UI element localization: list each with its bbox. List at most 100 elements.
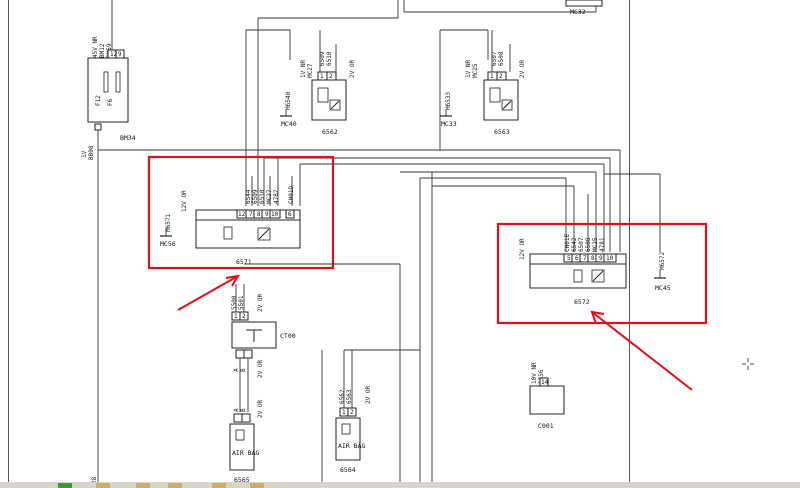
- motor-icon: [317, 87, 329, 103]
- module-wire-label: 6544: [245, 189, 252, 204]
- pin-label: 10: [271, 211, 279, 218]
- c6562-ground: MC40: [281, 120, 297, 128]
- component-6563: 1V NR MC25 6507 6508 2V OR 1 2 6563 M653…: [440, 30, 526, 136]
- fuse-label: F12: [95, 95, 102, 106]
- c6562-pin-label: 2: [329, 73, 333, 80]
- airbag-label: AIR BAG: [338, 442, 365, 450]
- pin-label: 7: [583, 255, 587, 262]
- module-wire-label: 6542: [571, 237, 578, 252]
- c6563-supply: 2V OR: [519, 60, 526, 78]
- component-bm34: 45V NR BM12 BM59 12 9 F12 F6 BM34 1V BB0…: [81, 0, 136, 488]
- module-ground-wire: M6572: [659, 252, 666, 270]
- pin-label: 6: [575, 255, 579, 262]
- c001-wire: 5656: [538, 369, 545, 384]
- c6562-body: [311, 79, 347, 121]
- module-supply-label: 12V OR: [519, 238, 526, 260]
- highlight-box: [496, 222, 708, 325]
- airbag-icon: [235, 429, 245, 441]
- airbag-body: [335, 417, 361, 461]
- c6562-wire-label: 6510: [326, 51, 333, 66]
- pin-label: 8: [591, 255, 595, 262]
- connector-pins: 12 7 8 9 10 6: [236, 209, 295, 219]
- ct00-wire-label: 5501: [238, 295, 245, 310]
- module-ground-wire: M6571: [165, 214, 172, 232]
- component-c001: 10V NR 5656 14 C001: [529, 362, 565, 430]
- fuse-icon: [115, 71, 121, 93]
- actuator-icon: [591, 269, 605, 283]
- module-wire-label: 4782: [273, 189, 280, 204]
- component-6562: 1V NR MC27 6509 6510 2V OR 1 2 6562 M654…: [280, 30, 356, 136]
- ecu-icon: [573, 269, 583, 283]
- c6563-ground: MC33: [441, 120, 457, 128]
- bm34-out-label: 1V: [81, 150, 88, 158]
- airbag-label: AIR BAG: [232, 449, 259, 457]
- c6563-pin-label: 1: [490, 73, 494, 80]
- ct00-wire-label: 5500: [231, 295, 238, 310]
- module-wire-label: 6509: [252, 189, 259, 204]
- module-wire-label: MC25: [592, 237, 599, 252]
- airbag-body: [229, 423, 255, 471]
- c6562-supply: 2V OR: [349, 60, 356, 78]
- component-mc32: MC32: [565, 0, 603, 16]
- module-wire-label: 6507: [578, 237, 585, 252]
- arrow-to-6572: [591, 311, 693, 391]
- pin-label: 10: [606, 255, 614, 262]
- component-6564: 6562 6563 2V OR 1 2 AIR BAG 6564: [321, 349, 420, 488]
- c6564-pin-label: 1: [342, 409, 346, 416]
- c6562-ground-wire: M6540: [285, 92, 292, 110]
- bm34-pin-label: 12: [110, 51, 118, 58]
- c6563-wire-label: 6508: [498, 51, 505, 66]
- crosshair-cursor-icon: [742, 358, 754, 370]
- taskbar-app-icon[interactable]: [96, 483, 110, 488]
- taskbar-app-icon[interactable]: [58, 483, 72, 488]
- edge-label: 28: [91, 476, 98, 484]
- bm34-supply-label: 45V NR: [92, 36, 99, 58]
- c6564-wire-label: 6562: [339, 389, 346, 404]
- ecu-icon: [223, 226, 233, 240]
- bm34-out-wire: BB08: [88, 145, 95, 160]
- c6564-code: 6564: [340, 466, 356, 474]
- c6562-code: 6562: [322, 128, 338, 136]
- ct00-pin-label: 2: [242, 313, 246, 320]
- taskbar-app-icon[interactable]: [168, 483, 182, 488]
- pin-label: 6: [288, 211, 292, 218]
- c6563-code: 6563: [494, 128, 510, 136]
- actuator-icon: [257, 227, 271, 241]
- c6565-pin-a: A: [233, 368, 240, 372]
- mc32-box: [565, 0, 603, 7]
- ct00-supply: 2V OR: [257, 294, 264, 312]
- annotation-arrows: [177, 274, 693, 391]
- arrow-head-icon: [225, 274, 240, 287]
- bus-wires: [98, 149, 661, 488]
- c6565-pin-b: B: [240, 408, 247, 412]
- ct00-pin-label: 1: [234, 313, 238, 320]
- module-wire-label: 6508: [585, 237, 592, 252]
- c001-pin-label: 14: [541, 379, 549, 386]
- module-wire-label: CH01D: [288, 186, 295, 204]
- motor-icon: [489, 87, 501, 103]
- taskbar-app-icon[interactable]: [250, 483, 264, 488]
- module-ground: MC56: [160, 240, 176, 248]
- bm34-wire-label: BM12: [99, 43, 106, 58]
- module-body: [529, 263, 627, 289]
- c6562-wire-label: 6509: [319, 51, 326, 66]
- module-wire-label: 6510: [259, 189, 266, 204]
- c6565-code: 6565: [234, 476, 250, 484]
- pin-label: 8: [257, 211, 261, 218]
- module-wire-label: MC27: [266, 189, 273, 204]
- c6565-supply: 2V OR: [257, 360, 264, 378]
- module-wire-label: CH01E: [564, 234, 571, 252]
- ct00-code: CT00: [280, 332, 296, 340]
- arrow-to-6571: [177, 275, 239, 311]
- top-wires: [245, 0, 597, 206]
- c6562-conn-label: 1V NR: [300, 60, 307, 78]
- c6563-pin-label: 2: [499, 73, 503, 80]
- pin-label: 9: [265, 211, 269, 218]
- taskbar-app-icon[interactable]: [212, 483, 226, 488]
- module-ground: MC45: [655, 284, 671, 292]
- taskbar-app-icon[interactable]: [136, 483, 150, 488]
- c6563-ground-wire: M6533: [445, 92, 452, 110]
- c6565-pin-a: A: [233, 408, 240, 412]
- module-wire-label: 4781: [599, 237, 606, 252]
